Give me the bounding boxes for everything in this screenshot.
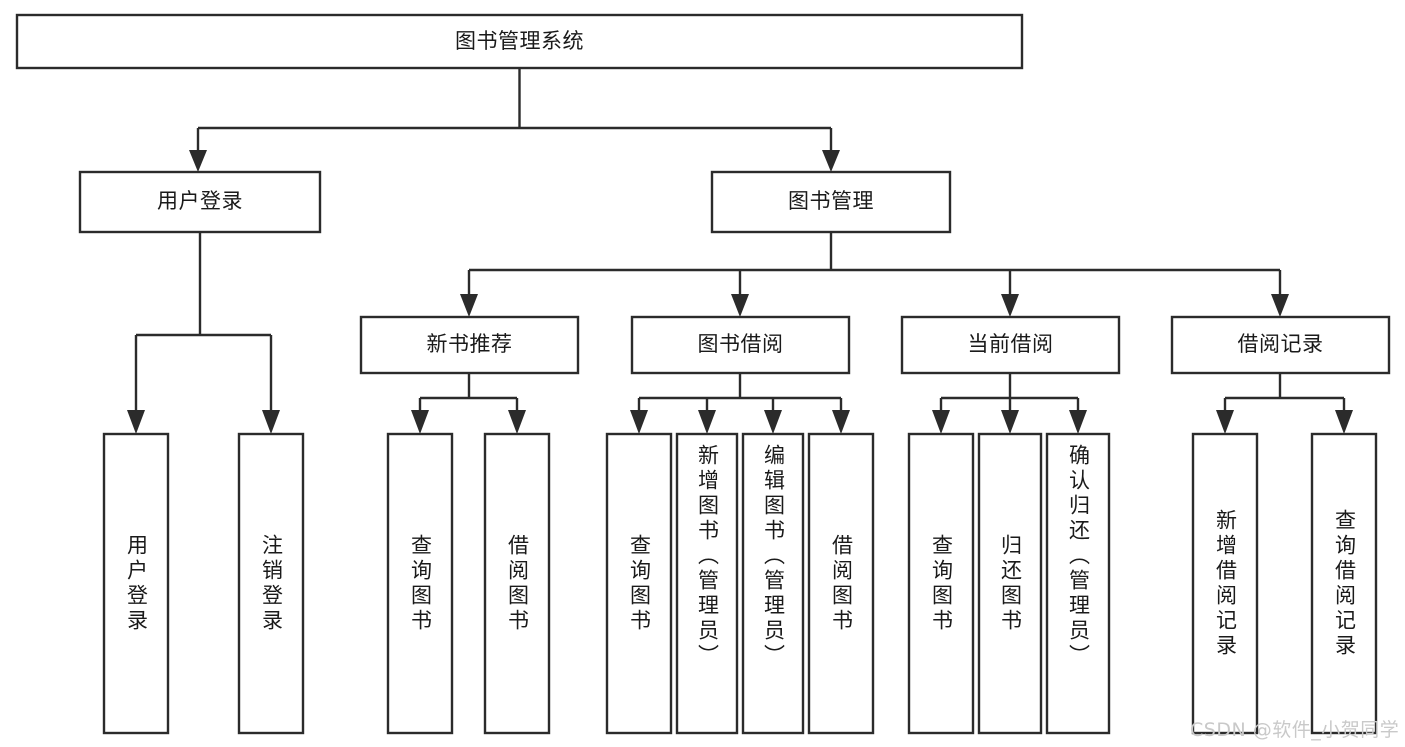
node-box-leaf-bb-4[interactable] xyxy=(807,432,875,735)
connector-root-to-level2 xyxy=(189,68,840,172)
node-box-leaf-login-2[interactable] xyxy=(237,432,305,735)
node-box-leaf-cb-1[interactable] xyxy=(907,432,975,735)
node-box-book-borrow[interactable] xyxy=(630,315,851,375)
node-box-leaf-bb-2[interactable] xyxy=(675,432,739,735)
connector-bookmgmt-to-level3 xyxy=(460,232,1289,317)
node-box-leaf-cb-3[interactable] xyxy=(1045,432,1111,735)
node-box-leaf-login-1[interactable] xyxy=(102,432,170,735)
node-box-leaf-nb-1[interactable] xyxy=(386,432,454,735)
connector-currentborrow-to-leaves xyxy=(932,373,1087,434)
connector-newbook-to-leaves xyxy=(411,373,526,434)
node-box-borrow-record[interactable] xyxy=(1170,315,1391,375)
node-box-leaf-cb-2[interactable] xyxy=(977,432,1043,735)
node-box-current-borrow[interactable] xyxy=(900,315,1121,375)
node-box-root[interactable] xyxy=(15,13,1024,70)
node-box-leaf-nb-2[interactable] xyxy=(483,432,551,735)
node-box-leaf-br-1[interactable] xyxy=(1191,432,1259,735)
node-box-book-management[interactable] xyxy=(710,170,952,234)
connector-bookborrow-to-leaves xyxy=(630,373,850,434)
node-box-leaf-br-2[interactable] xyxy=(1310,432,1378,735)
node-box-user-login[interactable] xyxy=(78,170,322,234)
node-box-leaf-bb-1[interactable] xyxy=(605,432,673,735)
node-box-new-book-recommend[interactable] xyxy=(359,315,580,375)
connector-borrowrecord-to-leaves xyxy=(1216,373,1353,434)
connector-userlogin-to-leaves xyxy=(127,232,280,434)
node-box-leaf-bb-3[interactable] xyxy=(741,432,805,735)
